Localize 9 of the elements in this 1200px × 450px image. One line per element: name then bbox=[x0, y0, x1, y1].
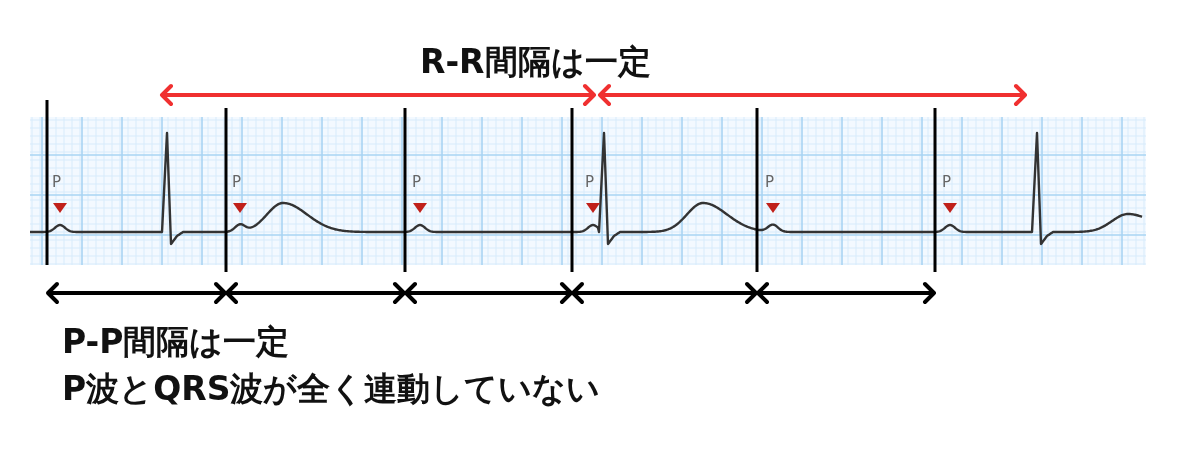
interval-label: R-R間隔は一定 bbox=[420, 43, 651, 81]
p-wave-label: P bbox=[412, 174, 422, 192]
p-wave-label: P bbox=[942, 174, 952, 192]
p-wave-label: P bbox=[585, 174, 595, 192]
note-text: P波とQRS波が全く連動していない bbox=[62, 370, 601, 408]
interval-label: P-P間隔は一定 bbox=[62, 323, 290, 361]
p-wave-label: P bbox=[232, 174, 242, 192]
p-wave-label: P bbox=[765, 174, 775, 192]
p-wave-label: P bbox=[52, 174, 62, 192]
